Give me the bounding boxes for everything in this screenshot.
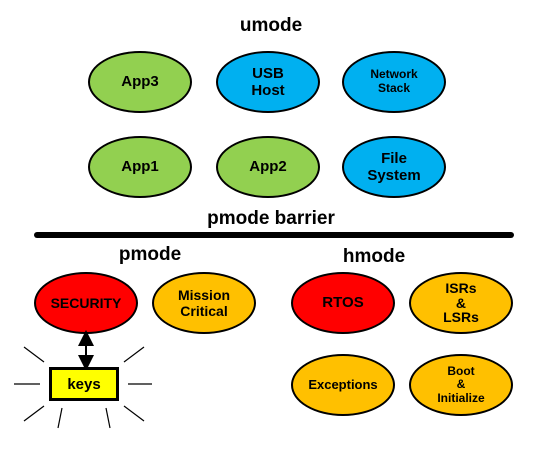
umode-heading: umode [239,15,303,36]
security-label: SECURITY [50,294,122,311]
pmode-heading: pmode [118,244,182,265]
isrs-lsrs-label: ISRs & LSRs [443,279,479,326]
app1-label: App1 [121,158,159,176]
mission-critical-label: Mission Critical [177,286,231,319]
pmode-barrier-heading: pmode barrier [207,208,335,229]
rtos-label: RTOS [322,294,364,312]
security-node: SECURITY [34,272,138,334]
app2-node: App2 [216,136,320,198]
network-stack-node: Network Stack [342,51,446,113]
keys-box: keys [49,367,119,401]
isrs-lsrs-node: ISRs & LSRs [409,272,513,334]
keys-burst-lines [14,346,152,429]
usb-host-label: USB Host [251,64,285,99]
boot-initialize-label: Boot & Initialize [437,364,485,405]
app3-label: App3 [121,73,159,91]
app1-node: App1 [88,136,192,198]
keys-label: keys [67,375,101,393]
file-system-node: File System [342,136,446,198]
rtos-node: RTOS [291,272,395,334]
app2-label: App2 [249,158,287,176]
mission-critical-node: Mission Critical [152,272,256,334]
app3-node: App3 [88,51,192,113]
usb-host-node: USB Host [216,51,320,113]
exceptions-label: Exceptions [308,376,378,392]
exceptions-node: Exceptions [291,354,395,416]
network-stack-label: Network Stack [370,67,418,95]
pmode-barrier-line [34,232,514,238]
file-system-label: File System [367,149,421,184]
boot-initialize-node: Boot & Initialize [409,354,513,416]
hmode-heading: hmode [342,246,406,267]
